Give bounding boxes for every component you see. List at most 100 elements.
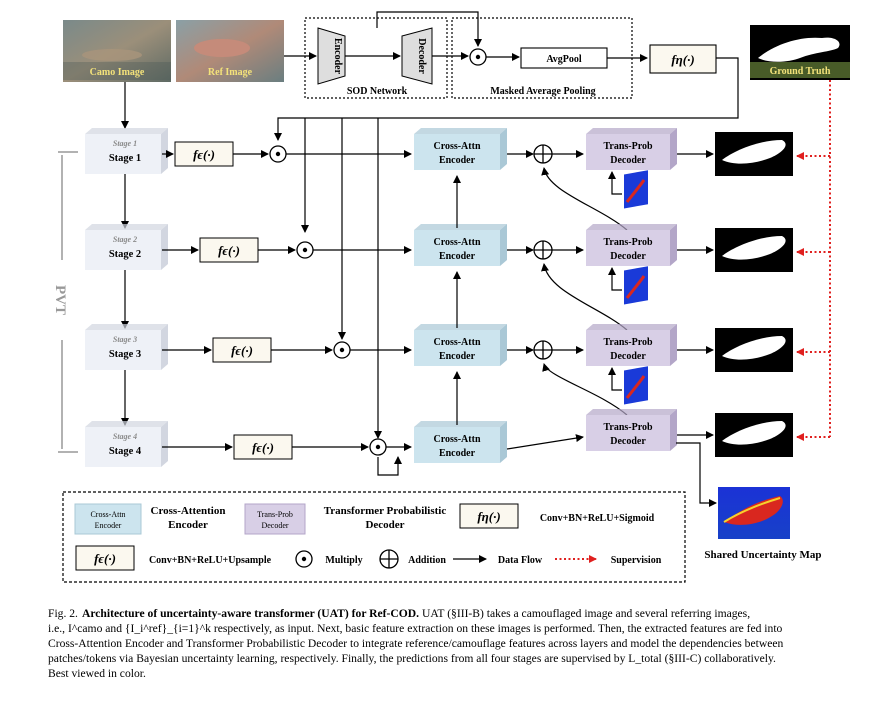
trans-prob-block-2-top bbox=[586, 224, 677, 230]
f-eps-block-1 bbox=[174, 141, 234, 167]
cross-attn-block-2-side bbox=[500, 224, 507, 266]
legend-multiply-label: Multiply bbox=[325, 555, 362, 566]
multiply-op-4-dot bbox=[375, 444, 381, 450]
legend-trans-prob-box-line2: Decoder bbox=[261, 521, 288, 530]
stage-1-block-top bbox=[85, 128, 168, 134]
legend-f-eta-box bbox=[459, 503, 519, 529]
uncertainty-thumb-3-shape bbox=[625, 375, 646, 399]
trans-prob-block-2 bbox=[586, 230, 670, 266]
legend-trans-prob-box-line1: Trans-Prob bbox=[257, 510, 293, 519]
legend-f-eta-desc: Conv+BN+ReLU+Sigmoid bbox=[540, 513, 655, 524]
pvt-label: PVT bbox=[52, 285, 68, 315]
caption-prefix: Fig. 2. bbox=[48, 607, 78, 620]
cross-attn-block-1-top bbox=[414, 128, 507, 134]
uncertainty-3-to-transprob-arrow bbox=[608, 367, 622, 391]
f-eta-block bbox=[649, 44, 717, 74]
stage-4-bypass-arrow bbox=[377, 456, 402, 476]
f-eps-label-3: fϵ(·) bbox=[231, 343, 253, 358]
legend-data-flow-label: Data Flow bbox=[498, 555, 543, 566]
feedback-2-to-add-1 bbox=[541, 167, 628, 231]
uncertainty-thumb-1-shape bbox=[625, 179, 646, 203]
prediction-map-4-mask bbox=[722, 421, 786, 445]
ref-image: Ref Image bbox=[176, 20, 284, 82]
caption-line1-rest: UAT (§III-B) takes a camouflaged image a… bbox=[419, 607, 751, 620]
trans-prob-label-4-a: Trans-Prob bbox=[603, 422, 653, 433]
cross-attn-block-4 bbox=[414, 427, 500, 463]
stage-3-block bbox=[85, 330, 161, 370]
multiply-op-2-dot bbox=[302, 247, 308, 253]
trans-prob-block-4-side bbox=[670, 409, 677, 451]
cross-attn-label-4-a: Cross-Attn bbox=[433, 434, 480, 445]
multiply-op-1-dot bbox=[275, 151, 281, 157]
cross-attn-block-4-side bbox=[500, 421, 507, 463]
ground-truth-label: Ground Truth bbox=[770, 66, 831, 77]
stage-4-ghost-label: Stage 4 bbox=[113, 432, 137, 441]
trans-prob-block-4-top bbox=[586, 409, 677, 415]
camo-image-label: Camo Image bbox=[90, 67, 145, 78]
legend-cross-attn-text-line2: Encoder bbox=[168, 519, 208, 531]
stage-4-label: Stage 4 bbox=[109, 446, 142, 457]
legend-trans-prob-text-line2: Decoder bbox=[365, 519, 404, 531]
crossattn-4-to-transprob-arrow bbox=[506, 434, 584, 450]
trans-prob-label-1-b: Decoder bbox=[610, 155, 646, 166]
cross-attn-label-1-a: Cross-Attn bbox=[433, 141, 480, 152]
legend-f-eps-desc: Conv+BN+ReLU+Upsample bbox=[149, 555, 272, 566]
stage-3-label: Stage 3 bbox=[109, 349, 141, 360]
caption-title: Architecture of uncertainty-aware transf… bbox=[81, 607, 420, 620]
stage-2-block-side bbox=[161, 224, 168, 270]
caption-line-5: Best viewed in color. bbox=[48, 667, 146, 680]
cross-attn-label-2-b: Encoder bbox=[439, 251, 476, 262]
supervision-lines bbox=[796, 80, 831, 441]
legend-supervision-label: Supervision bbox=[611, 555, 662, 566]
stage-3-block-top bbox=[85, 324, 168, 330]
stage-1-block bbox=[85, 134, 161, 174]
cross-attn-block-2 bbox=[414, 230, 500, 266]
cross-attn-label-3-b: Encoder bbox=[439, 351, 476, 362]
trans-prob-block-2-side bbox=[670, 224, 677, 266]
masked-pooling-label: Masked Average Pooling bbox=[490, 86, 595, 97]
f-eps-block-3 bbox=[212, 337, 272, 363]
uncertainty-2-to-transprob-arrow bbox=[608, 267, 622, 291]
architecture-figure: Camo Image Ref Image Encoder Decoder SOD… bbox=[52, 11, 850, 583]
stage-1-ghost-label: Stage 1 bbox=[113, 139, 137, 148]
stage-2-label: Stage 2 bbox=[109, 249, 141, 260]
stage-2-block bbox=[85, 230, 161, 270]
caption-line-4: patches/tokens via Bayesian uncertainty … bbox=[48, 652, 776, 665]
f-eps-block-4 bbox=[233, 434, 293, 460]
cross-attn-block-1-side bbox=[500, 128, 507, 170]
cross-attn-label-2-a: Cross-Attn bbox=[433, 237, 480, 248]
prediction-map-2-mask bbox=[722, 236, 786, 260]
trans-prob-block-1-top bbox=[586, 128, 677, 134]
legend-cross-attn-box-line2: Encoder bbox=[95, 521, 122, 530]
trans-prob-block-3 bbox=[586, 330, 670, 366]
trans-prob-block-3-top bbox=[586, 324, 677, 330]
trans-prob-block-1 bbox=[586, 134, 670, 170]
cross-attn-block-3 bbox=[414, 330, 500, 366]
trans-prob-label-2-b: Decoder bbox=[610, 251, 646, 262]
feedback-3-to-add-2 bbox=[541, 263, 628, 331]
trans-prob-label-3-a: Trans-Prob bbox=[603, 337, 653, 348]
trans-prob-label-1-a: Trans-Prob bbox=[603, 141, 653, 152]
stage-3-block-side bbox=[161, 324, 168, 370]
feedback-4-to-add-3 bbox=[542, 363, 628, 416]
stage-2-block-top bbox=[85, 224, 168, 230]
legend-trans-prob-box bbox=[244, 503, 306, 535]
decoder-block bbox=[401, 27, 433, 85]
ground-truth-image: Ground Truth bbox=[750, 25, 850, 80]
trans-prob-label-2-a: Trans-Prob bbox=[603, 237, 653, 248]
legend-trans-prob-text-line1: Transformer Probabilistic bbox=[324, 505, 447, 517]
pvt-bracket: PVT bbox=[52, 151, 78, 453]
f-eps-label-2: fϵ(·) bbox=[218, 243, 240, 258]
uncertainty-thumb-2-shape bbox=[625, 275, 646, 299]
encoder-block bbox=[317, 27, 346, 85]
trans-prob-label-4-b: Decoder bbox=[610, 436, 646, 447]
legend-addition-label: Addition bbox=[408, 555, 446, 566]
f-eps-label-1: fϵ(·) bbox=[193, 147, 215, 162]
cross-attn-label-3-a: Cross-Attn bbox=[433, 337, 480, 348]
stage-3-ghost-label: Stage 3 bbox=[113, 335, 137, 344]
cross-attn-label-4-b: Encoder bbox=[439, 448, 476, 459]
legend-cross-attn-box bbox=[74, 503, 142, 535]
legend-cross-attn-text-line1: Cross-Attention bbox=[151, 505, 226, 517]
stage-4-block-top bbox=[85, 421, 168, 427]
legend: Cross-Attn Encoder Cross-Attention Encod… bbox=[62, 491, 686, 583]
